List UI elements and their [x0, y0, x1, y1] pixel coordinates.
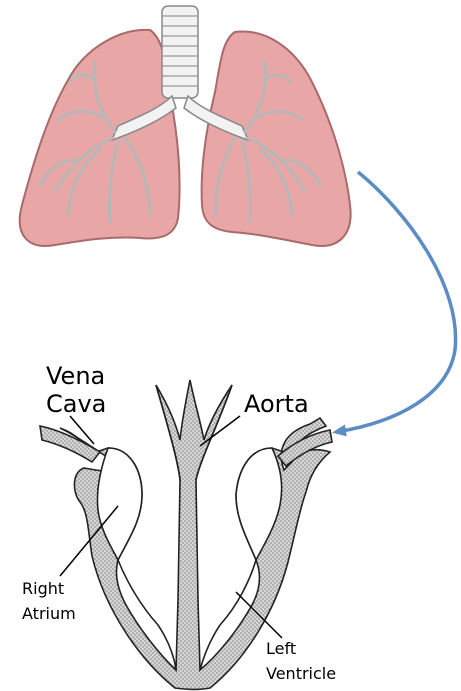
leader-aorta — [200, 416, 240, 446]
curved-arrow-icon — [336, 172, 456, 432]
label-left-ventricle-line2: Ventricle — [266, 664, 336, 683]
label-vena-cava-line1: Vena — [46, 362, 105, 390]
label-right-atrium-line1: Right — [22, 579, 64, 598]
right-lung — [202, 31, 351, 245]
label-aorta: Aorta — [244, 390, 309, 418]
label-right-atrium-line2: Atrium — [22, 604, 76, 623]
trachea — [162, 6, 198, 98]
label-vena-cava-line2: Cava — [46, 390, 106, 418]
lungs-icon — [20, 6, 351, 246]
left-lung — [20, 30, 180, 246]
vena-cava-vessel — [40, 426, 100, 462]
label-left-ventricle-line1: Left — [266, 639, 296, 658]
